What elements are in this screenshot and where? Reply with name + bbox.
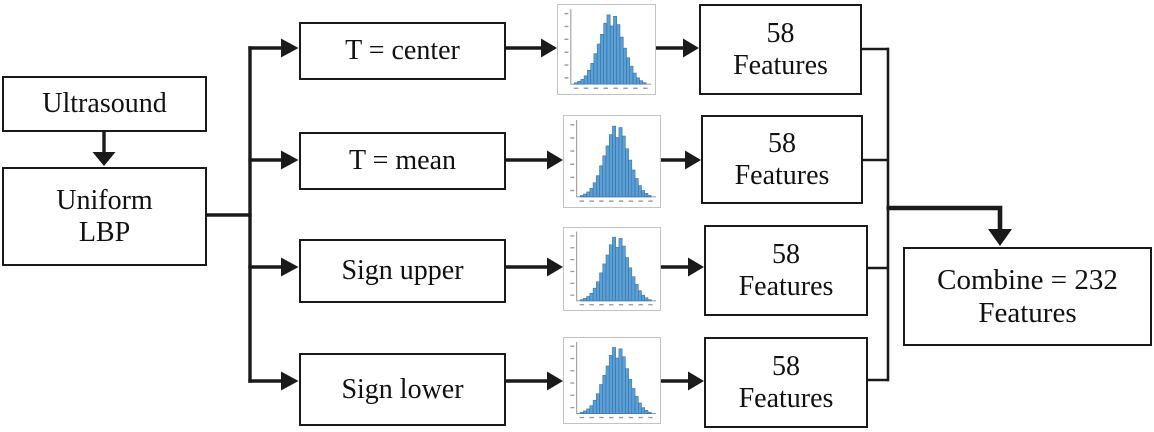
node-combine-label-line1: Combine = 232 — [937, 263, 1118, 296]
node-uniform-lbp-label-line2: LBP — [78, 216, 131, 248]
histogram-plot — [570, 231, 657, 306]
arrow-trunk-to-t-center-head — [281, 38, 299, 58]
arrow-sign-lower-to-hist-head — [547, 371, 563, 391]
node-features-sign-upper: 58 Features — [704, 225, 868, 316]
arrow-t-mean-to-hist-head — [547, 150, 563, 170]
node-sign-lower: Sign lower — [299, 353, 506, 426]
node-t-center: T = center — [299, 22, 506, 80]
node-combine-label-line2: Features — [978, 296, 1077, 329]
features-count: 58 — [772, 238, 800, 270]
arrow-trunk-to-sign-lower-head — [281, 371, 299, 391]
histogram-plot — [570, 341, 657, 419]
arrow-trunk-to-t-mean-head — [281, 150, 299, 170]
node-features-sign-lower: 58 Features — [704, 337, 868, 428]
node-uniform-lbp-label-line1: Uniform — [56, 184, 153, 216]
node-sign-upper: Sign upper — [299, 239, 506, 303]
node-ultrasound: Ultrasound — [2, 76, 207, 132]
node-t-mean: T = mean — [299, 132, 506, 190]
histogram-thumbnail-t-mean — [563, 115, 661, 208]
arrow-hist1-to-features-head — [683, 38, 699, 58]
node-ultrasound-label: Ultrasound — [42, 88, 167, 120]
features-count: 58 — [766, 17, 795, 49]
node-combine: Combine = 232 Features — [903, 247, 1152, 346]
histogram-thumbnail-t-center — [557, 4, 656, 95]
arrow-t-center-to-hist-head — [541, 38, 557, 58]
node-sign-lower-label: Sign lower — [341, 373, 464, 405]
histogram-thumbnail-sign-upper — [563, 227, 661, 311]
node-features-t-center: 58 Features — [699, 4, 862, 95]
features-word: Features — [733, 49, 828, 81]
node-sign-upper-label: Sign upper — [341, 255, 464, 287]
node-t-mean-label: T = mean — [348, 145, 457, 177]
line-collector-to-combine — [886, 205, 1003, 231]
features-count: 58 — [772, 350, 800, 382]
arrow-ultrasound-to-lbp-head — [92, 152, 116, 166]
node-features-t-mean: 58 Features — [701, 115, 863, 204]
features-count: 58 — [768, 127, 796, 159]
node-uniform-lbp: Uniform LBP — [2, 167, 207, 266]
arrow-hist3-to-features-head — [688, 257, 704, 277]
arrow-hist2-to-features-head — [685, 150, 701, 170]
arrow-hist4-to-features-head — [688, 371, 704, 391]
features-word: Features — [734, 159, 830, 191]
arrow-trunk-to-sign-upper-head — [281, 257, 299, 277]
features-word: Features — [738, 270, 834, 302]
histogram-thumbnail-sign-lower — [563, 337, 661, 424]
histogram-plot — [564, 8, 652, 89]
arrow-sign-upper-to-hist-head — [547, 257, 563, 277]
features-word: Features — [738, 382, 834, 414]
arrow-combine-head — [988, 229, 1012, 246]
node-t-center-label: T = center — [345, 35, 460, 67]
histogram-plot — [570, 120, 657, 202]
